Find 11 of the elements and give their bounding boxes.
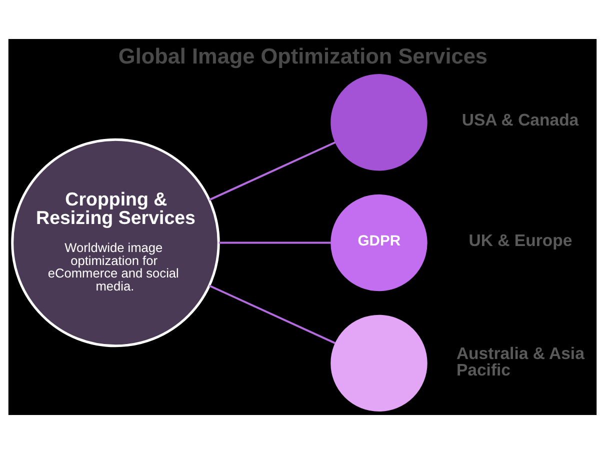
connector: [218, 242, 331, 244]
node-label: UK & Europe: [468, 230, 572, 250]
node-circle: [330, 314, 428, 412]
node-label: USA & Canada: [462, 110, 579, 130]
node-label: Australia & Asia Pacific: [456, 344, 584, 380]
node-circle: [330, 74, 428, 171]
diagram-title: Global Image Optimization Services: [118, 43, 488, 68]
node-circle: Cropping & Resizing Services Worldwide image optimization for eCommerce and social media.: [11, 138, 220, 348]
node-circle: GDPR: [330, 194, 428, 292]
connector: [209, 142, 336, 201]
connector: [209, 284, 336, 344]
